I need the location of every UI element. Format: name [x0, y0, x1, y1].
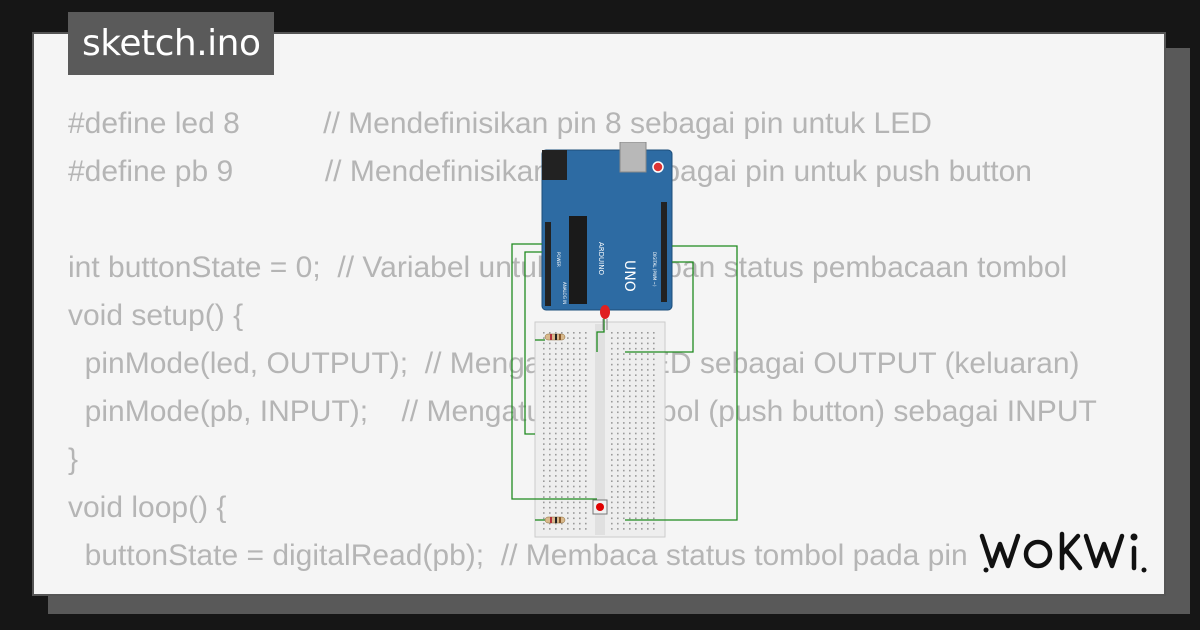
code-line: void loop() { — [68, 491, 227, 524]
breadboard-holes — [543, 332, 655, 530]
usb-port — [619, 142, 647, 173]
analog-label: ANALOG IN — [562, 282, 567, 304]
power-label: POWER — [556, 252, 561, 267]
circuit-diagram: ARDUINO UNO POWER ANALOG IN DIGITAL (PWM… — [511, 142, 738, 538]
wokwi-logo — [979, 531, 1147, 573]
brand-label: ARDUINO — [597, 242, 605, 275]
code-line: buttonState = digitalRead(pb); // Membac… — [68, 539, 968, 572]
code-line: void setup() { — [68, 299, 244, 332]
resistor-bottom — [544, 516, 566, 524]
push-button — [592, 499, 608, 515]
power-jack — [542, 150, 567, 180]
digital-label: DIGITAL (PWM ~) — [652, 252, 657, 287]
filename-tab: sketch.ino — [68, 12, 275, 75]
atmega-chip — [569, 216, 587, 304]
reset-button — [652, 161, 664, 173]
uno-label: UNO — [621, 260, 637, 292]
wires — [511, 243, 738, 521]
resistor-top — [544, 333, 566, 341]
right-header — [661, 202, 667, 302]
left-header — [545, 222, 551, 306]
code-line: } — [68, 443, 79, 476]
code-line: #define led 8 // Mendefinisikan pin 8 se… — [68, 107, 932, 140]
arduino-uno-board: ARDUINO UNO POWER ANALOG IN DIGITAL (PWM… — [541, 142, 673, 311]
red-led — [600, 305, 610, 330]
